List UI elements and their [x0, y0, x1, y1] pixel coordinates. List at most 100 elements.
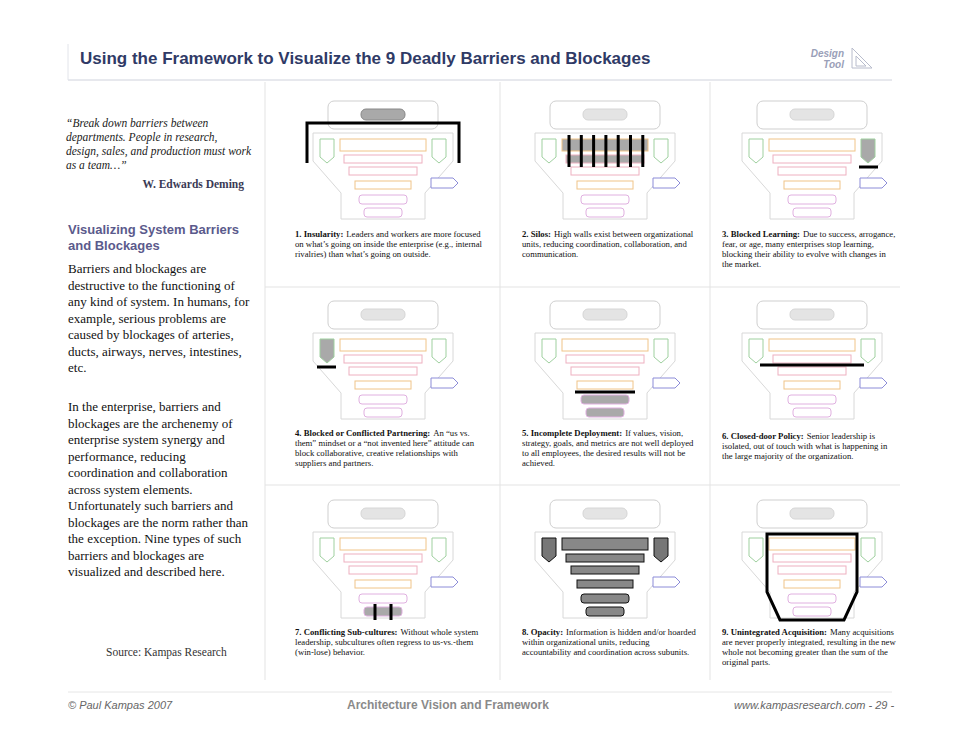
- framework-part: [653, 577, 680, 587]
- barrier-caption: 8. Opacity:Information is hidden and/or …: [522, 627, 698, 657]
- framework-figure: [535, 301, 680, 419]
- barrier-line: [317, 366, 336, 369]
- framework-part: [586, 408, 624, 417]
- framework-part: [790, 508, 834, 519]
- body-paragraph: In the enterprise, barriers and blockage…: [68, 399, 252, 581]
- framework-part: [788, 195, 836, 204]
- grid-line: [500, 82, 501, 680]
- framework-part: [349, 367, 417, 375]
- grid-line: [265, 82, 266, 680]
- footer-rule: [68, 692, 892, 693]
- framework-part: [577, 381, 633, 389]
- framework-part: [860, 178, 887, 188]
- framework-part: [742, 333, 882, 419]
- framework-part: [793, 408, 831, 417]
- grid-line: [265, 485, 900, 486]
- framework-part: [571, 167, 639, 175]
- framework-part: [577, 181, 633, 189]
- framework-part: [313, 133, 453, 219]
- framework-part: [550, 301, 660, 329]
- framework-part: [793, 607, 831, 616]
- caption-lead: 7. Conflicting Sub-cultures:: [295, 627, 397, 637]
- framework-figure: [313, 500, 458, 620]
- quote-text: “Break down barriers between departments…: [66, 116, 252, 172]
- caption-lead: 9. Unintegrated Acquisition:: [722, 627, 827, 637]
- framework-part: [359, 195, 407, 204]
- framework-part: [586, 607, 624, 616]
- barrier-caption: 6. Closed-door Policy:Senior leadership …: [722, 431, 896, 461]
- framework-part: [344, 155, 422, 163]
- framework-part: [861, 538, 875, 562]
- framework-part: [566, 554, 644, 562]
- barrier-line: [375, 604, 391, 620]
- framework-part: [581, 195, 629, 204]
- barrier-line: [767, 534, 857, 620]
- framework-part: [773, 355, 851, 363]
- copyright: © Paul Kampas 2007: [68, 699, 172, 711]
- framework-part: [757, 500, 867, 528]
- framework-part: [749, 339, 763, 363]
- framework-part: [431, 577, 458, 587]
- framework-part: [742, 133, 882, 219]
- framework-part: [749, 139, 763, 163]
- framework-figure: [313, 301, 458, 419]
- framework-part: [653, 378, 680, 388]
- framework-part: [784, 580, 840, 588]
- framework-part: [361, 309, 405, 320]
- framework-part: [860, 378, 887, 388]
- framework-part: [313, 532, 453, 618]
- barrier-line: [568, 135, 571, 167]
- quote-author: W. Edwards Deming: [100, 178, 244, 190]
- barrier-line: [604, 135, 607, 167]
- framework-part: [586, 208, 624, 217]
- framework-part: [359, 395, 407, 404]
- framework-part: [773, 155, 851, 163]
- framework-part: [757, 301, 867, 329]
- framework-figure: [535, 101, 680, 219]
- framework-part: [328, 500, 438, 528]
- framework-part: [784, 381, 840, 389]
- barrier-line: [760, 364, 864, 367]
- framework-part: [788, 594, 836, 603]
- framework-part: [583, 109, 627, 120]
- page-ref: www.kampasresearch.com - 29 -: [734, 699, 894, 711]
- framework-part: [742, 532, 882, 618]
- caption-lead: 6. Closed-door Policy:: [722, 431, 804, 441]
- framework-part: [790, 109, 834, 120]
- design-tool-icon: [852, 48, 872, 68]
- caption-lead: 1. Insularity:: [295, 229, 343, 239]
- framework-figure: [742, 301, 887, 419]
- framework-part: [778, 566, 846, 574]
- framework-part: [769, 339, 855, 351]
- barrier-caption: 9. Unintegrated Acquisition:Many acquisi…: [722, 627, 896, 667]
- framework-part: [359, 594, 407, 603]
- caption-lead: 4. Blocked or Conflicted Partnering:: [295, 428, 430, 438]
- framework-part: [769, 139, 855, 151]
- framework-part: [432, 538, 446, 562]
- footer-title: Architecture Vision and Framework: [347, 698, 549, 712]
- framework-part: [364, 408, 402, 417]
- barrier-caption: 1. Insularity:Leaders and workers are mo…: [295, 229, 485, 259]
- framework-figure: [742, 101, 887, 219]
- framework-part: [654, 139, 668, 163]
- framework-part: [654, 538, 668, 562]
- framework-part: [550, 101, 660, 129]
- framework-part: [355, 580, 411, 588]
- grid-line: [710, 82, 711, 680]
- framework-figure: [535, 500, 680, 618]
- framework-part: [566, 355, 644, 363]
- framework-part: [340, 139, 426, 151]
- barrier-caption: 2. Silos:High walls exist between organi…: [522, 229, 698, 259]
- barrier-line: [580, 135, 583, 167]
- framework-part: [361, 109, 405, 120]
- framework-part: [788, 395, 836, 404]
- barrier-caption: 3. Blocked Learning:Due to success, arro…: [722, 229, 896, 269]
- barrier-line: [859, 166, 878, 169]
- framework-part: [432, 139, 446, 163]
- framework-part: [550, 500, 660, 528]
- framework-part: [364, 208, 402, 217]
- caption-lead: 5. Incomplete Deployment:: [522, 428, 622, 438]
- body-paragraph: Barriers and blockages are destructive t…: [68, 261, 252, 377]
- barrier-line: [641, 135, 644, 167]
